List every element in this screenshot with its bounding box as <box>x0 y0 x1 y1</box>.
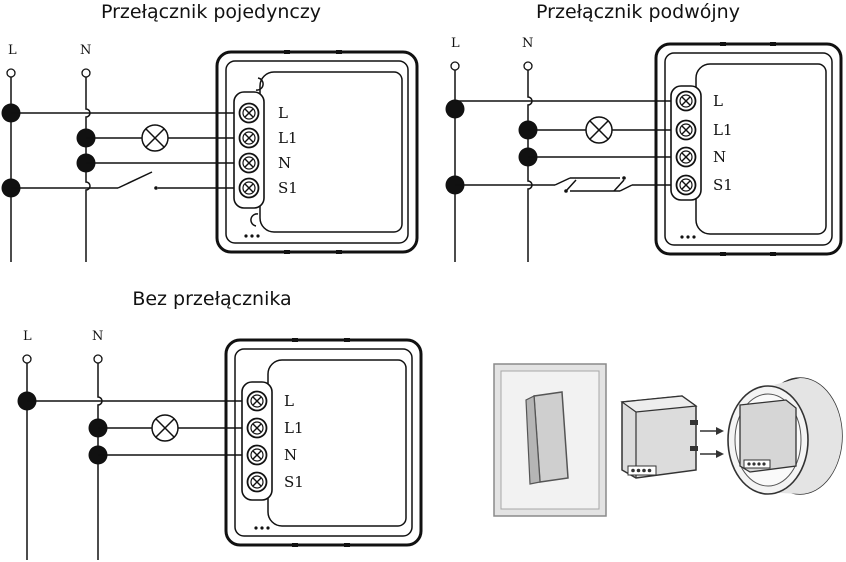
arrow-icon <box>700 427 724 458</box>
lamp-icon <box>141 124 169 152</box>
diagram-double-switch: Przełącznik podwójny L N <box>445 1 843 262</box>
wire-label-live: L <box>450 36 460 71</box>
svg-text:N: N <box>522 36 533 51</box>
terminal-label: L <box>278 104 288 122</box>
wire-label-live: L <box>6 43 17 78</box>
diagram-title: Przełącznik podwójny <box>536 1 740 23</box>
terminal-screw <box>238 152 260 174</box>
svg-text:L: L <box>8 43 17 58</box>
svg-text:N: N <box>80 43 91 58</box>
relay-module: L L1 N S1 <box>654 42 843 256</box>
terminal-label: L1 <box>713 121 733 139</box>
diagram-title: Przełącznik pojedynczy <box>101 1 321 23</box>
lamp-icon <box>151 414 179 442</box>
terminal-label: L <box>713 92 723 110</box>
terminal-screw <box>675 90 697 112</box>
wire-label-neutral: N <box>92 329 103 364</box>
wall-switch-icon <box>493 363 607 517</box>
diagram-no-switch: Bez przełącznika L N <box>17 288 423 560</box>
relay-module-icon <box>620 395 698 479</box>
terminal-screw <box>238 102 260 124</box>
svg-text:L: L <box>451 36 460 51</box>
diagram-title: Bez przełącznika <box>132 288 291 310</box>
terminal-screw <box>246 390 268 412</box>
relay-module: L L1 N S1 <box>215 50 419 254</box>
terminal-label: L <box>284 392 294 410</box>
svg-text:L: L <box>23 329 32 344</box>
terminal-label: L1 <box>284 419 304 437</box>
terminal-screw <box>675 119 697 141</box>
terminal-label: N <box>278 154 291 172</box>
wall-box-icon <box>727 377 843 495</box>
svg-text:N: N <box>92 329 103 344</box>
lamp-icon <box>585 116 613 144</box>
terminal-label: N <box>713 148 726 166</box>
diagram-single-switch: Przełącznik pojedynczy L N <box>1 1 419 262</box>
wire-label-neutral: N <box>80 43 91 78</box>
terminal-screw <box>675 174 697 196</box>
wire-label-live: L <box>22 329 32 364</box>
terminal-label: S1 <box>713 176 733 194</box>
terminal-screw <box>675 146 697 168</box>
terminal-label: L1 <box>278 129 298 147</box>
wire-label-neutral: N <box>522 36 533 71</box>
terminal-screw <box>246 444 268 466</box>
terminal-screw <box>246 471 268 493</box>
terminal-label: N <box>284 446 297 464</box>
terminal-screw <box>238 177 260 199</box>
terminal-screw <box>238 127 260 149</box>
terminal-screw <box>246 417 268 439</box>
terminal-label: S1 <box>278 179 298 197</box>
relay-module: L L1 N S1 <box>224 338 423 547</box>
installation-illustration <box>493 363 843 517</box>
terminal-label: S1 <box>284 473 304 491</box>
junction-dot <box>445 99 465 119</box>
